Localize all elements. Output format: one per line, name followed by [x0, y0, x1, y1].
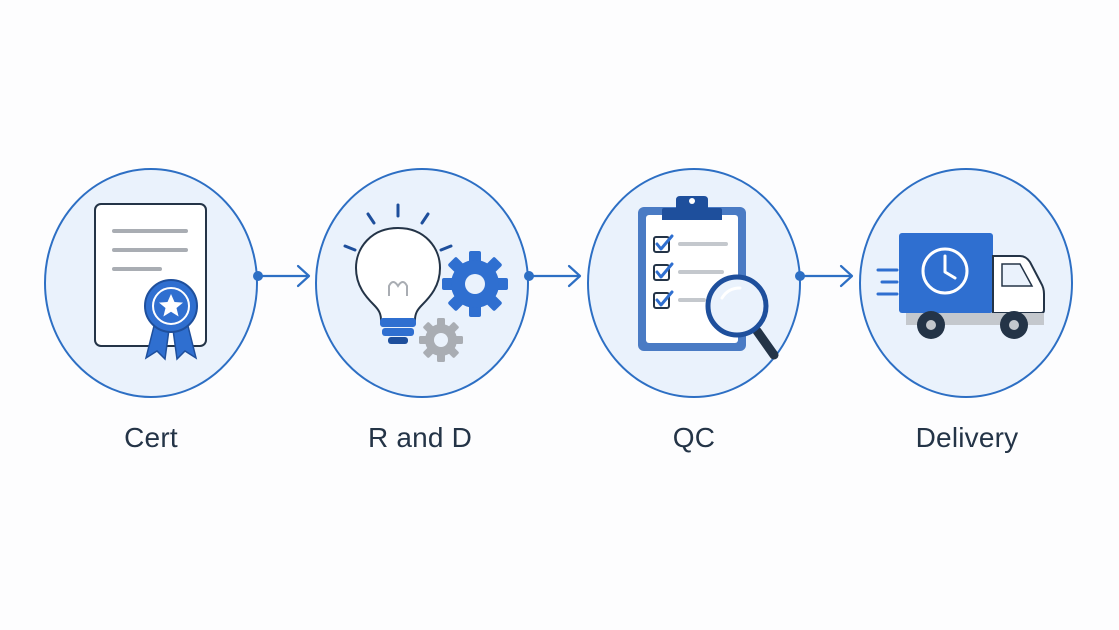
- step-label-rnd: R and D: [367, 422, 473, 453]
- step-label-cert: Cert: [124, 422, 178, 453]
- delivery-truck-clock-icon: [876, 233, 1045, 339]
- arrow-right-icon: [524, 264, 582, 288]
- arrow-right-icon: [795, 264, 854, 288]
- clipboard-magnifier-icon: [638, 196, 779, 360]
- lightbulb-gears-icon: [343, 203, 508, 362]
- arrow-right-icon: [253, 264, 311, 288]
- step-label-qc: QC: [672, 422, 716, 453]
- certificate-ribbon-icon: [94, 203, 207, 361]
- step-label-delivery: Delivery: [915, 422, 1019, 453]
